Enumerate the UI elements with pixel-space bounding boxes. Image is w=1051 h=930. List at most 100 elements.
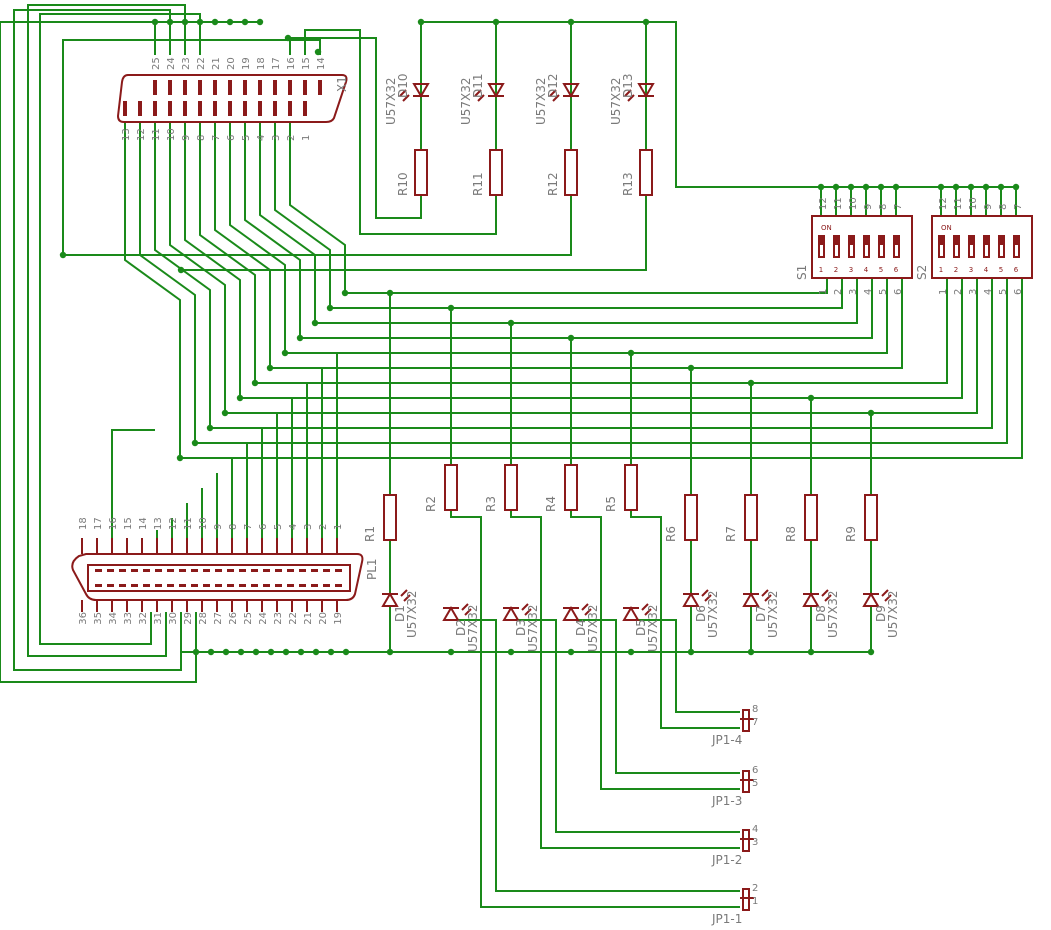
connector-pl1-contact: [239, 569, 246, 572]
connector-pl1-contact: [215, 584, 222, 587]
connector-x1-pin-number: 1: [301, 135, 312, 141]
led-ref: D4: [574, 619, 588, 636]
light-arrow: [884, 594, 892, 602]
dip-switch-knob: [939, 236, 944, 245]
junction-dot: [206, 424, 214, 432]
connector-pl1-pin-number: 2: [318, 524, 329, 530]
connector-x1-pin: [228, 80, 232, 95]
resistor-r9: [864, 494, 878, 541]
connector-pl1-contact: [251, 569, 258, 572]
connector-x1-pin: [198, 101, 202, 116]
dip-switch-number: 4: [984, 266, 989, 274]
dip-switch-pin-number: 11: [833, 197, 844, 210]
junction-dot: [251, 379, 259, 387]
junction-dot: [627, 648, 635, 656]
dip-switch-number: 6: [1014, 266, 1019, 274]
connector-pl1-contact: [143, 584, 150, 587]
junction-dot: [687, 648, 695, 656]
junction-dot: [312, 648, 320, 656]
led-body: [637, 83, 655, 98]
led-value: U57X32: [766, 590, 780, 638]
led-d4: [562, 603, 592, 621]
led-value: U57X32: [405, 590, 419, 638]
connector-x1-pin-number: 3: [271, 135, 282, 141]
led-ref: D1: [393, 605, 407, 622]
return-wire: [62, 39, 572, 256]
junction-dot: [847, 183, 855, 191]
connector-pl1-pin-number: 33: [123, 612, 134, 625]
light-arrow: [584, 608, 592, 616]
junction-dot: [314, 48, 322, 56]
junction-dot: [567, 334, 575, 342]
connector-x1-pin: [258, 101, 262, 116]
connector-pl1-contact: [299, 569, 306, 572]
connector-x1-pin: [138, 101, 142, 116]
junction-dot: [297, 648, 305, 656]
junction-dot: [627, 349, 635, 357]
led-ref: D11: [471, 73, 485, 98]
riser-wire: [139, 122, 196, 443]
connector-x1-pin-number: 8: [196, 135, 207, 141]
dip-switch-number: 6: [894, 266, 899, 274]
led-ref: D9: [874, 605, 888, 622]
led-d6: [682, 589, 712, 607]
junction-dot: [747, 648, 755, 656]
led-d13: [624, 83, 655, 102]
jumper-ref: JP1-1: [711, 912, 742, 926]
connector-pl1-pin-number: 21: [303, 612, 314, 625]
connector-pl1-pin-number: 34: [108, 612, 119, 625]
led-d7: [742, 589, 772, 607]
resistor-ref: R7: [724, 526, 738, 542]
junction-dot: [832, 183, 840, 191]
jumper-pin-number: 7: [752, 717, 758, 728]
resistor-r4: [564, 464, 578, 511]
jumper-jp1-body: [742, 888, 750, 911]
led-value: U57X32: [646, 604, 660, 652]
dip-switch-pin-number: 7: [1013, 204, 1024, 210]
riser-wire: [214, 122, 271, 368]
connector-pl1-contact: [131, 569, 138, 572]
connector-x1-pin: [243, 101, 247, 116]
connector-pl1-contact: [191, 569, 198, 572]
bus-wire: [210, 278, 993, 429]
junction-dot: [267, 648, 275, 656]
connector-pl1-pin-number: 4: [288, 524, 299, 530]
light-arrow: [399, 89, 407, 97]
connector-pl1-pin-number: 24: [258, 612, 269, 625]
connector-x1-pin-number: 2: [286, 135, 297, 141]
light-arrow: [764, 594, 772, 602]
junction-dot: [282, 648, 290, 656]
light-arrow: [477, 94, 485, 102]
connector-pl1-contact: [311, 569, 318, 572]
connector-pl1-contact: [323, 569, 330, 572]
resistor-ref: R12: [546, 172, 560, 196]
junction-dot: [59, 251, 67, 259]
jumper-wire: [631, 619, 740, 713]
connector-pl1-contact: [143, 569, 150, 572]
dip-switch-s1-body: [811, 215, 913, 279]
connector-x1-pin-number: 18: [256, 57, 267, 70]
junction-dot: [166, 18, 174, 26]
led-value: U57X32: [706, 590, 720, 638]
connector-x1-pin-number: 13: [121, 128, 132, 141]
resistor-ref: R3: [484, 496, 498, 512]
led-ref: D12: [546, 73, 560, 98]
connector-x1-pin: [183, 80, 187, 95]
led-body: [682, 592, 700, 607]
led-body: [862, 592, 880, 607]
bus-wire: [285, 278, 888, 354]
connector-x1-pin-number: 7: [211, 135, 222, 141]
connector-x1-pin: [303, 80, 307, 95]
light-arrow: [403, 594, 411, 602]
bus-wire: [315, 278, 858, 324]
connector-pl1-pin-number: 31: [153, 612, 164, 625]
light-arrow: [581, 603, 589, 611]
led-body: [412, 83, 430, 98]
led-value: U57X32: [886, 590, 900, 638]
connector-pl1-pin-number: 20: [318, 612, 329, 625]
resistor-ref: R13: [621, 172, 635, 196]
junction-dot: [507, 319, 515, 327]
connector-pl1-contact: [287, 584, 294, 587]
connector-x1-pin: [273, 80, 277, 95]
light-arrow: [644, 608, 652, 616]
